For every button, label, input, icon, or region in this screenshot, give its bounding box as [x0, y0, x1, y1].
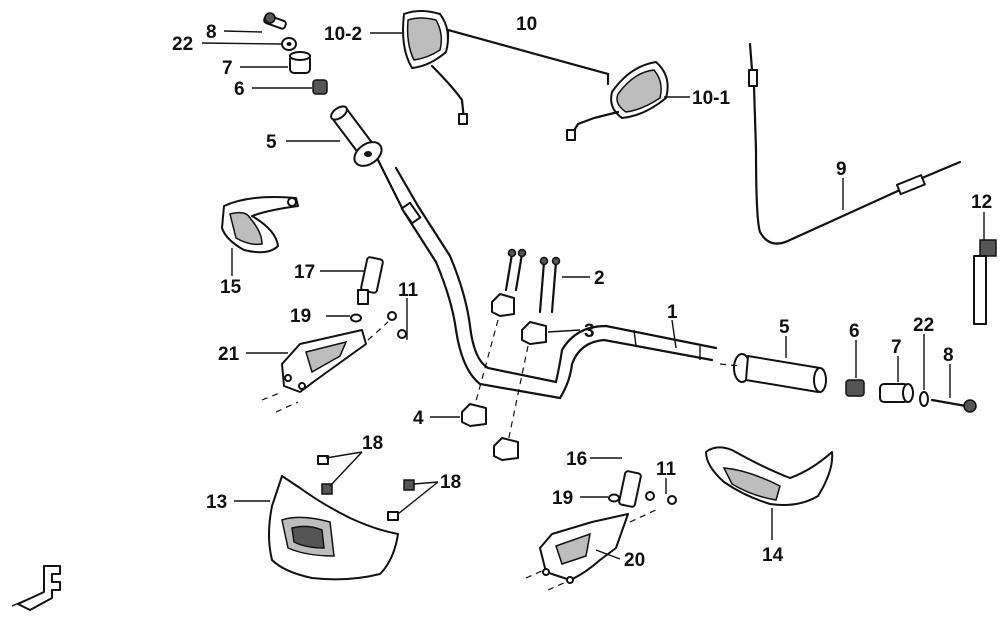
callout-8-left: 8 — [206, 22, 217, 43]
callout-4: 4 — [413, 408, 424, 429]
callout-17: 17 — [294, 262, 315, 283]
callout-21: 21 — [218, 344, 240, 365]
callout-7-left: 7 — [222, 58, 233, 79]
callout-19-left: 19 — [290, 306, 311, 327]
handlebar-1 — [376, 158, 718, 400]
callout-12: 12 — [971, 192, 992, 213]
guide-21b — [275, 401, 299, 413]
handguard-14 — [705, 446, 834, 506]
callout-20: 20 — [624, 550, 645, 571]
switch-17 — [357, 256, 384, 305]
bolt-8-right — [930, 398, 977, 413]
bracket-10 — [446, 28, 610, 86]
mirror-10-1 — [566, 61, 669, 141]
screws-11-right — [645, 491, 677, 505]
leader-lines — [201, 30, 985, 560]
clips-18 — [317, 455, 415, 521]
washer-19-right — [608, 493, 620, 503]
grip-5-right — [733, 353, 827, 393]
guide-21c — [367, 321, 389, 341]
guide-21a — [261, 391, 283, 401]
washer-22-left — [281, 37, 297, 51]
mirror-10-2 — [402, 10, 468, 125]
callout-5-right: 5 — [779, 317, 790, 338]
callout-2: 2 — [594, 268, 605, 289]
cowl-13 — [268, 475, 399, 581]
cable-9 — [748, 42, 962, 245]
clamps-3 — [491, 293, 547, 345]
weight-7-right — [879, 383, 914, 403]
callout-5-left: 5 — [266, 132, 277, 153]
callout-11-right: 11 — [656, 459, 677, 480]
callout-9: 9 — [836, 159, 847, 180]
callout-16: 16 — [566, 449, 587, 470]
bolt-8-left — [263, 12, 287, 30]
bracket-21 — [281, 329, 367, 393]
callout-3: 3 — [584, 321, 595, 342]
switch-16 — [618, 470, 642, 508]
guide-20b — [547, 581, 567, 591]
strap-12 — [973, 239, 997, 325]
callout-18-right: 18 — [440, 472, 461, 493]
callout-13: 13 — [206, 492, 227, 513]
weight-7-left — [289, 51, 311, 74]
screws-11-left — [387, 311, 407, 339]
callouts: 8 22 7 6 5 10 10-2 10-1 9 12 15 17 11 19… — [172, 14, 992, 571]
callout-11-left: 11 — [398, 280, 419, 301]
callout-1: 1 — [667, 302, 678, 323]
callout-19-right: 19 — [552, 488, 573, 509]
grip-guide — [719, 363, 741, 367]
bracket-20 — [539, 513, 629, 584]
guide-20a — [525, 569, 545, 579]
callout-22-left: 22 — [172, 34, 193, 55]
callout-10: 10 — [516, 14, 537, 35]
callout-10-1: 10-1 — [692, 88, 730, 109]
clamp-guides — [471, 319, 529, 443]
callout-7-right: 7 — [891, 337, 902, 358]
handguard-15 — [221, 196, 299, 254]
callout-14: 14 — [762, 545, 784, 566]
bolts-2 — [504, 248, 561, 314]
front-arrow-icon — [11, 565, 61, 611]
callout-22-right: 22 — [913, 315, 934, 336]
callout-15: 15 — [220, 277, 242, 298]
callout-6-right: 6 — [849, 321, 860, 342]
callout-10-2: 10-2 — [324, 24, 362, 45]
holders-4 — [461, 403, 519, 461]
callout-18-left: 18 — [362, 433, 383, 454]
grip-5-left — [330, 105, 383, 167]
washer-19-left — [350, 313, 362, 323]
collar-6-right — [845, 379, 865, 397]
washer-22-right — [919, 391, 929, 407]
collar-6-left — [312, 79, 328, 95]
callout-6-left: 6 — [234, 79, 245, 100]
guide-20c — [629, 507, 661, 523]
callout-8-right: 8 — [943, 345, 954, 366]
